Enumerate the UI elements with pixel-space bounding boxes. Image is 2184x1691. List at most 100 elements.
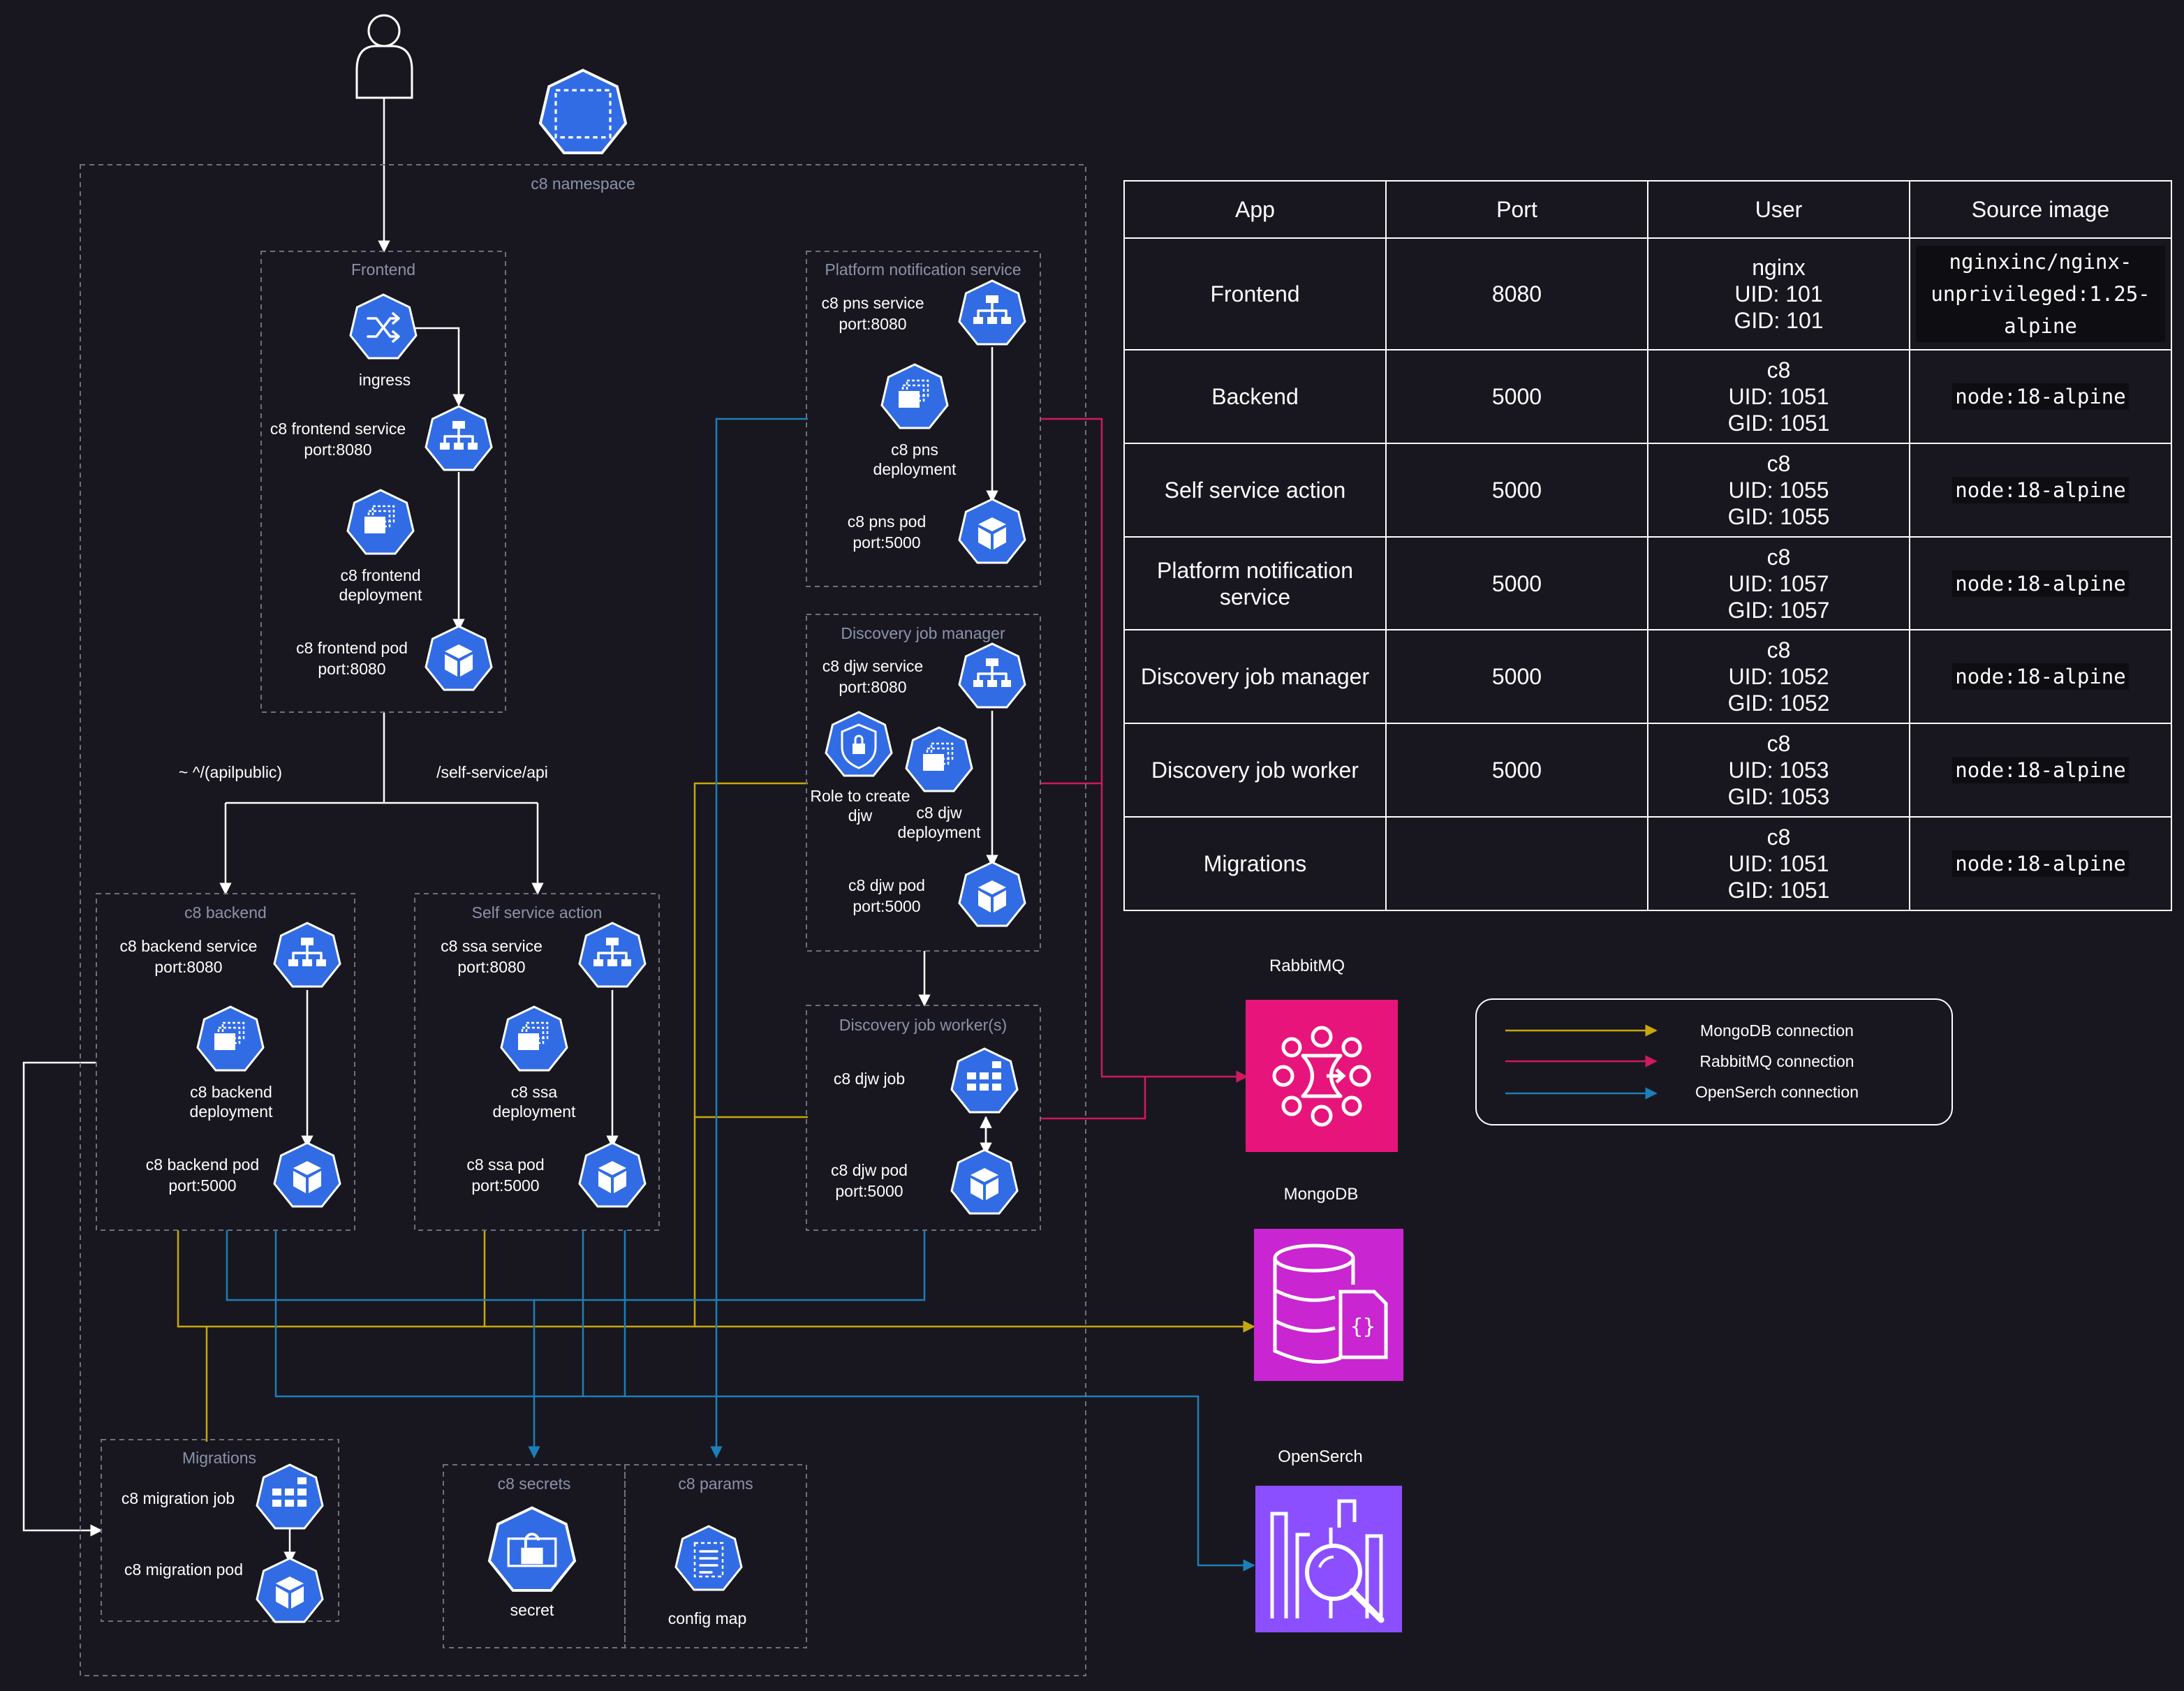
be-pod-port: port:5000 (168, 1176, 236, 1195)
ssa-deployment-label-2: deployment (493, 1102, 577, 1121)
cell-source-image: node:18-alpine (1909, 442, 2172, 538)
cell-port: 5000 (1385, 349, 1648, 444)
djm-group-title: Discovery job manager (841, 624, 1005, 642)
cell-app: Platform notification service (1123, 536, 1387, 631)
image-line: node:18-alpine (1952, 570, 2129, 597)
header-user: User (1647, 180, 1910, 239)
service-icon (959, 281, 1025, 344)
cell-port: 5000 (1385, 629, 1648, 725)
pns-group-title: Platform notification service (825, 260, 1021, 279)
service-icon (959, 644, 1025, 707)
deployment-icon (348, 490, 413, 554)
params-group-title: c8 params (678, 1475, 753, 1493)
djw-job-pod-label: c8 djw pod (831, 1161, 908, 1179)
table-row: Migrations c8 UID: 1051 GID: 1051 node:1… (1123, 816, 2172, 911)
user-name: c8 (1766, 357, 1791, 383)
migration-pod-label: c8 migration pod (124, 1560, 243, 1579)
user-gid: GID: 1057 (1727, 597, 1830, 623)
app-line: Platform notification (1156, 557, 1353, 583)
fe-service-port: port:8080 (304, 441, 371, 459)
pod-icon (952, 1150, 1017, 1213)
pns-pod-label: c8 pns pod (848, 512, 927, 531)
cell-user: c8 UID: 1057 GID: 1057 (1647, 536, 1910, 631)
user-name: c8 (1766, 544, 1791, 570)
image-line: node:18-alpine (1952, 757, 2129, 784)
migrations-group-title: Migrations (182, 1449, 256, 1467)
backend-group (96, 893, 355, 1231)
legend-mongo-label: MongoDB connection (1700, 1021, 1854, 1040)
table-row: Discovery job manager 5000 c8 UID: 1052 … (1123, 629, 2172, 725)
be-service-port: port:8080 (154, 958, 222, 976)
user-name: nginx (1752, 255, 1806, 280)
user-gid: GID: 1055 (1727, 503, 1830, 529)
cell-port (1385, 816, 1648, 911)
service-icon (580, 923, 645, 987)
user-uid: UID: 1053 (1728, 758, 1829, 783)
cell-source-image: nginxinc/nginx- unprivileged:1.25- alpin… (1909, 237, 2172, 350)
migration-job-label: c8 migration job (121, 1489, 235, 1507)
djw-pod-port: port:5000 (853, 897, 920, 915)
user-gid: GID: 1051 (1727, 410, 1830, 436)
cell-app: Migrations (1123, 816, 1387, 911)
cell-source-image: node:18-alpine (1909, 349, 2172, 444)
namespace-icon (538, 68, 628, 154)
fe-service-label: c8 frontend service (270, 420, 406, 438)
secret-icon (487, 1506, 577, 1592)
pod-icon (959, 499, 1025, 563)
be-pod-label: c8 backend pod (146, 1155, 259, 1174)
ssa-deployment-label: c8 ssa (511, 1083, 558, 1101)
user-name: c8 (1766, 825, 1791, 850)
user-uid: UID: 1051 (1728, 383, 1829, 409)
role-label-2: djw (848, 806, 873, 825)
pod-icon (959, 862, 1025, 926)
djw-deployment-label-2: deployment (898, 823, 982, 841)
header-app: App (1123, 180, 1387, 239)
cell-user: c8 UID: 1055 GID: 1055 (1647, 442, 1910, 538)
cell-port: 5000 (1385, 723, 1648, 818)
opensearch-icon (1255, 1486, 1402, 1632)
be-service-label: c8 backend service (120, 937, 258, 955)
cell-app: Self service action (1123, 442, 1387, 538)
pod-icon (274, 1143, 340, 1206)
cell-app: Frontend (1123, 237, 1387, 350)
legend-box (1475, 998, 1953, 1125)
pod-icon (426, 626, 492, 690)
cell-user: c8 UID: 1051 GID: 1051 (1647, 816, 1910, 911)
cell-user: c8 UID: 1053 GID: 1053 (1647, 723, 1910, 818)
table-row: Frontend 8080 nginx UID: 101 GID: 101 ng… (1123, 237, 2172, 350)
header-source-image: Source image (1909, 180, 2172, 239)
role-label: Role to create (810, 787, 910, 805)
configmap-icon (674, 1525, 743, 1591)
user-name: c8 (1766, 637, 1791, 663)
cell-source-image: node:18-alpine (1909, 816, 2172, 911)
user-uid: UID: 1052 (1728, 664, 1829, 690)
pns-group (806, 251, 1041, 587)
image-line: unprivileged:1.25- (1916, 278, 2165, 310)
djw-service-label: c8 djw service (822, 657, 923, 675)
pod-icon (580, 1143, 645, 1206)
opensearch-title: OpenSerch (1278, 1447, 1362, 1466)
legend-rabbit-label: RabbitMQ connection (1699, 1052, 1854, 1070)
image-line: node:18-alpine (1952, 383, 2129, 410)
djw-service-port: port:8080 (839, 678, 906, 696)
user-gid: GID: 1051 (1727, 878, 1830, 903)
ssa-pod-label: c8 ssa pod (466, 1155, 544, 1174)
fe-pod-label: c8 frontend pod (296, 639, 408, 657)
user-uid: UID: 1055 (1728, 477, 1829, 503)
rabbitmq-icon (1246, 1000, 1398, 1152)
djw-group-title: Discovery job worker(s) (839, 1016, 1007, 1034)
user-uid: UID: 101 (1734, 281, 1823, 307)
user-gid: GID: 1052 (1727, 691, 1830, 716)
cell-port: 5000 (1385, 536, 1648, 631)
app-line: service (1219, 584, 1291, 610)
deployment-icon (906, 728, 972, 791)
backend-group-title: c8 backend (184, 903, 267, 922)
deployment-icon (198, 1007, 263, 1070)
djw-group (806, 1005, 1041, 1231)
service-icon (274, 923, 340, 987)
ssa-service-port: port:8080 (457, 958, 525, 976)
image-line: node:18-alpine (1952, 476, 2129, 503)
image-line: node:18-alpine (1952, 850, 2129, 878)
ingress-label: ingress (359, 371, 411, 389)
table-row: Self service action 5000 c8 UID: 1055 GI… (1123, 442, 2172, 538)
